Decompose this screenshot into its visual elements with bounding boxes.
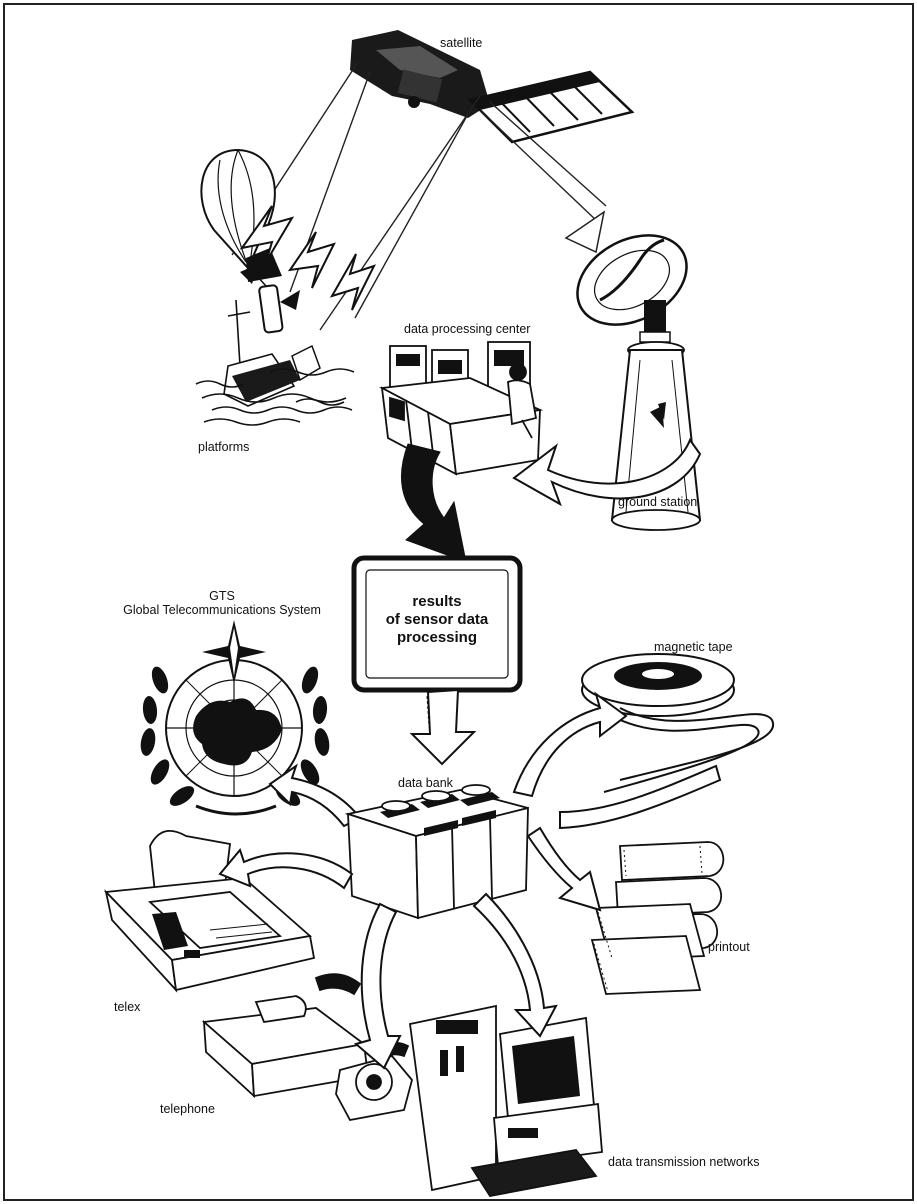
gts-short-label: GTS	[123, 589, 321, 603]
gts-full-label: Global Telecommunications System	[123, 603, 321, 617]
gts-label: GTS Global Telecommunications System	[123, 589, 321, 618]
ground-station-label: ground station	[618, 495, 697, 509]
data-processing-center-label: data processing center	[404, 322, 530, 336]
databank-telephone-arrow	[356, 904, 400, 1068]
platforms-illustration	[196, 150, 374, 425]
databank-to-printout-arrow	[528, 828, 600, 910]
data-transmission-networks-illustration	[410, 1006, 602, 1196]
magnetic-tape-label: magnetic tape	[654, 640, 733, 654]
satellite-label: satellite	[440, 36, 482, 50]
data-bank-label: data bank	[398, 776, 453, 790]
data-transmission-networks-label: data transmission networks	[608, 1155, 759, 1169]
printout-illustration	[592, 842, 723, 994]
databank-to-tape-arrow	[514, 694, 626, 796]
signal-arrowhead	[566, 212, 604, 252]
results-to-databank-arrow	[412, 690, 474, 764]
telephone-label: telephone	[160, 1102, 215, 1116]
results-line-2: of sensor data	[386, 611, 489, 629]
results-text: results of sensor data processing	[386, 593, 489, 647]
platforms-label: platforms	[198, 440, 249, 454]
results-line-1: results	[386, 593, 489, 611]
telex-label: telex	[114, 1000, 140, 1014]
printout-label: printout	[708, 940, 750, 954]
databank-telex-arrow	[220, 850, 352, 888]
results-line-3: processing	[386, 629, 489, 647]
satellite-illustration	[350, 30, 632, 142]
data-bank-illustration	[348, 785, 528, 918]
